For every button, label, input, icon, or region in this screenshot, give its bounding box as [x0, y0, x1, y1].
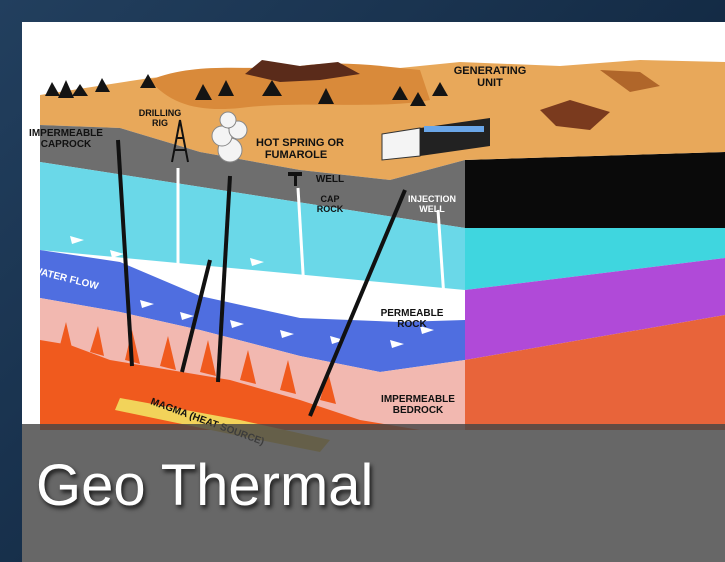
- svg-text:CAP: CAP: [320, 194, 339, 204]
- svg-text:IMPERMEABLE: IMPERMEABLE: [29, 128, 103, 139]
- svg-text:INJECTION: INJECTION: [408, 194, 456, 204]
- svg-text:UNIT: UNIT: [477, 77, 503, 89]
- svg-text:HOT SPRING OR: HOT SPRING OR: [256, 137, 344, 149]
- svg-text:CAPROCK: CAPROCK: [41, 139, 92, 150]
- flow-arrows: [70, 236, 434, 348]
- hills: [150, 63, 430, 110]
- side-face-purple: [465, 258, 725, 360]
- brown-patch: [540, 100, 610, 130]
- mountain-ridge: [245, 60, 360, 82]
- svg-text:ROCK: ROCK: [397, 319, 427, 330]
- svg-text:RIG: RIG: [152, 118, 168, 128]
- steam-plume: [211, 111, 248, 163]
- side-face-cyan: [465, 228, 725, 290]
- label-cap-rock: CAP ROCK: [317, 194, 344, 214]
- label-permeable-rock: PERMEABLE ROCK: [381, 308, 444, 330]
- svg-text:IMPERMEABLE: IMPERMEABLE: [381, 394, 455, 405]
- well-lines: [116, 139, 407, 417]
- label-hot-spring: HOT SPRING OR FUMAROLE: [256, 137, 344, 161]
- water-flow-layer: [40, 250, 465, 372]
- svg-text:GENERATING: GENERATING: [454, 65, 527, 77]
- side-face-orange: [465, 315, 725, 430]
- svg-text:FUMAROLE: FUMAROLE: [265, 149, 327, 161]
- tree-cluster: [45, 74, 448, 106]
- label-generating-unit: GENERATING UNIT: [454, 65, 527, 89]
- well-lines-white: [176, 168, 446, 299]
- diagram-frame: GENERATING UNIT DRILLING RIG IMPERMEABLE…: [22, 22, 725, 562]
- svg-text:PERMEABLE: PERMEABLE: [381, 308, 444, 319]
- wellhead-icon: [288, 172, 302, 186]
- svg-text:DRILLING: DRILLING: [139, 108, 182, 118]
- svg-text:ROCK: ROCK: [317, 204, 344, 214]
- side-face-black: [465, 152, 725, 228]
- label-impermeable-bedrock: IMPERMEABLE BEDROCK: [381, 394, 455, 416]
- permeable-cyan-layer: [40, 162, 465, 290]
- label-injection-well: INJECTION WELL: [408, 194, 456, 214]
- caption-band: [22, 424, 725, 562]
- brown-patch: [600, 70, 660, 92]
- caprock-layer: [40, 125, 465, 228]
- drilling-rig-icon: [171, 119, 189, 163]
- power-plant-icon: [381, 118, 490, 161]
- magma-flames: [60, 322, 336, 404]
- svg-text:WELL: WELL: [419, 204, 445, 214]
- slide-title: Geo Thermal: [36, 453, 374, 518]
- label-drilling-rig: DRILLING RIG: [139, 108, 182, 128]
- label-impermeable-caprock: IMPERMEABLE CAPROCK: [29, 128, 103, 150]
- label-well: WELL: [316, 174, 344, 185]
- svg-text:BEDROCK: BEDROCK: [393, 405, 444, 416]
